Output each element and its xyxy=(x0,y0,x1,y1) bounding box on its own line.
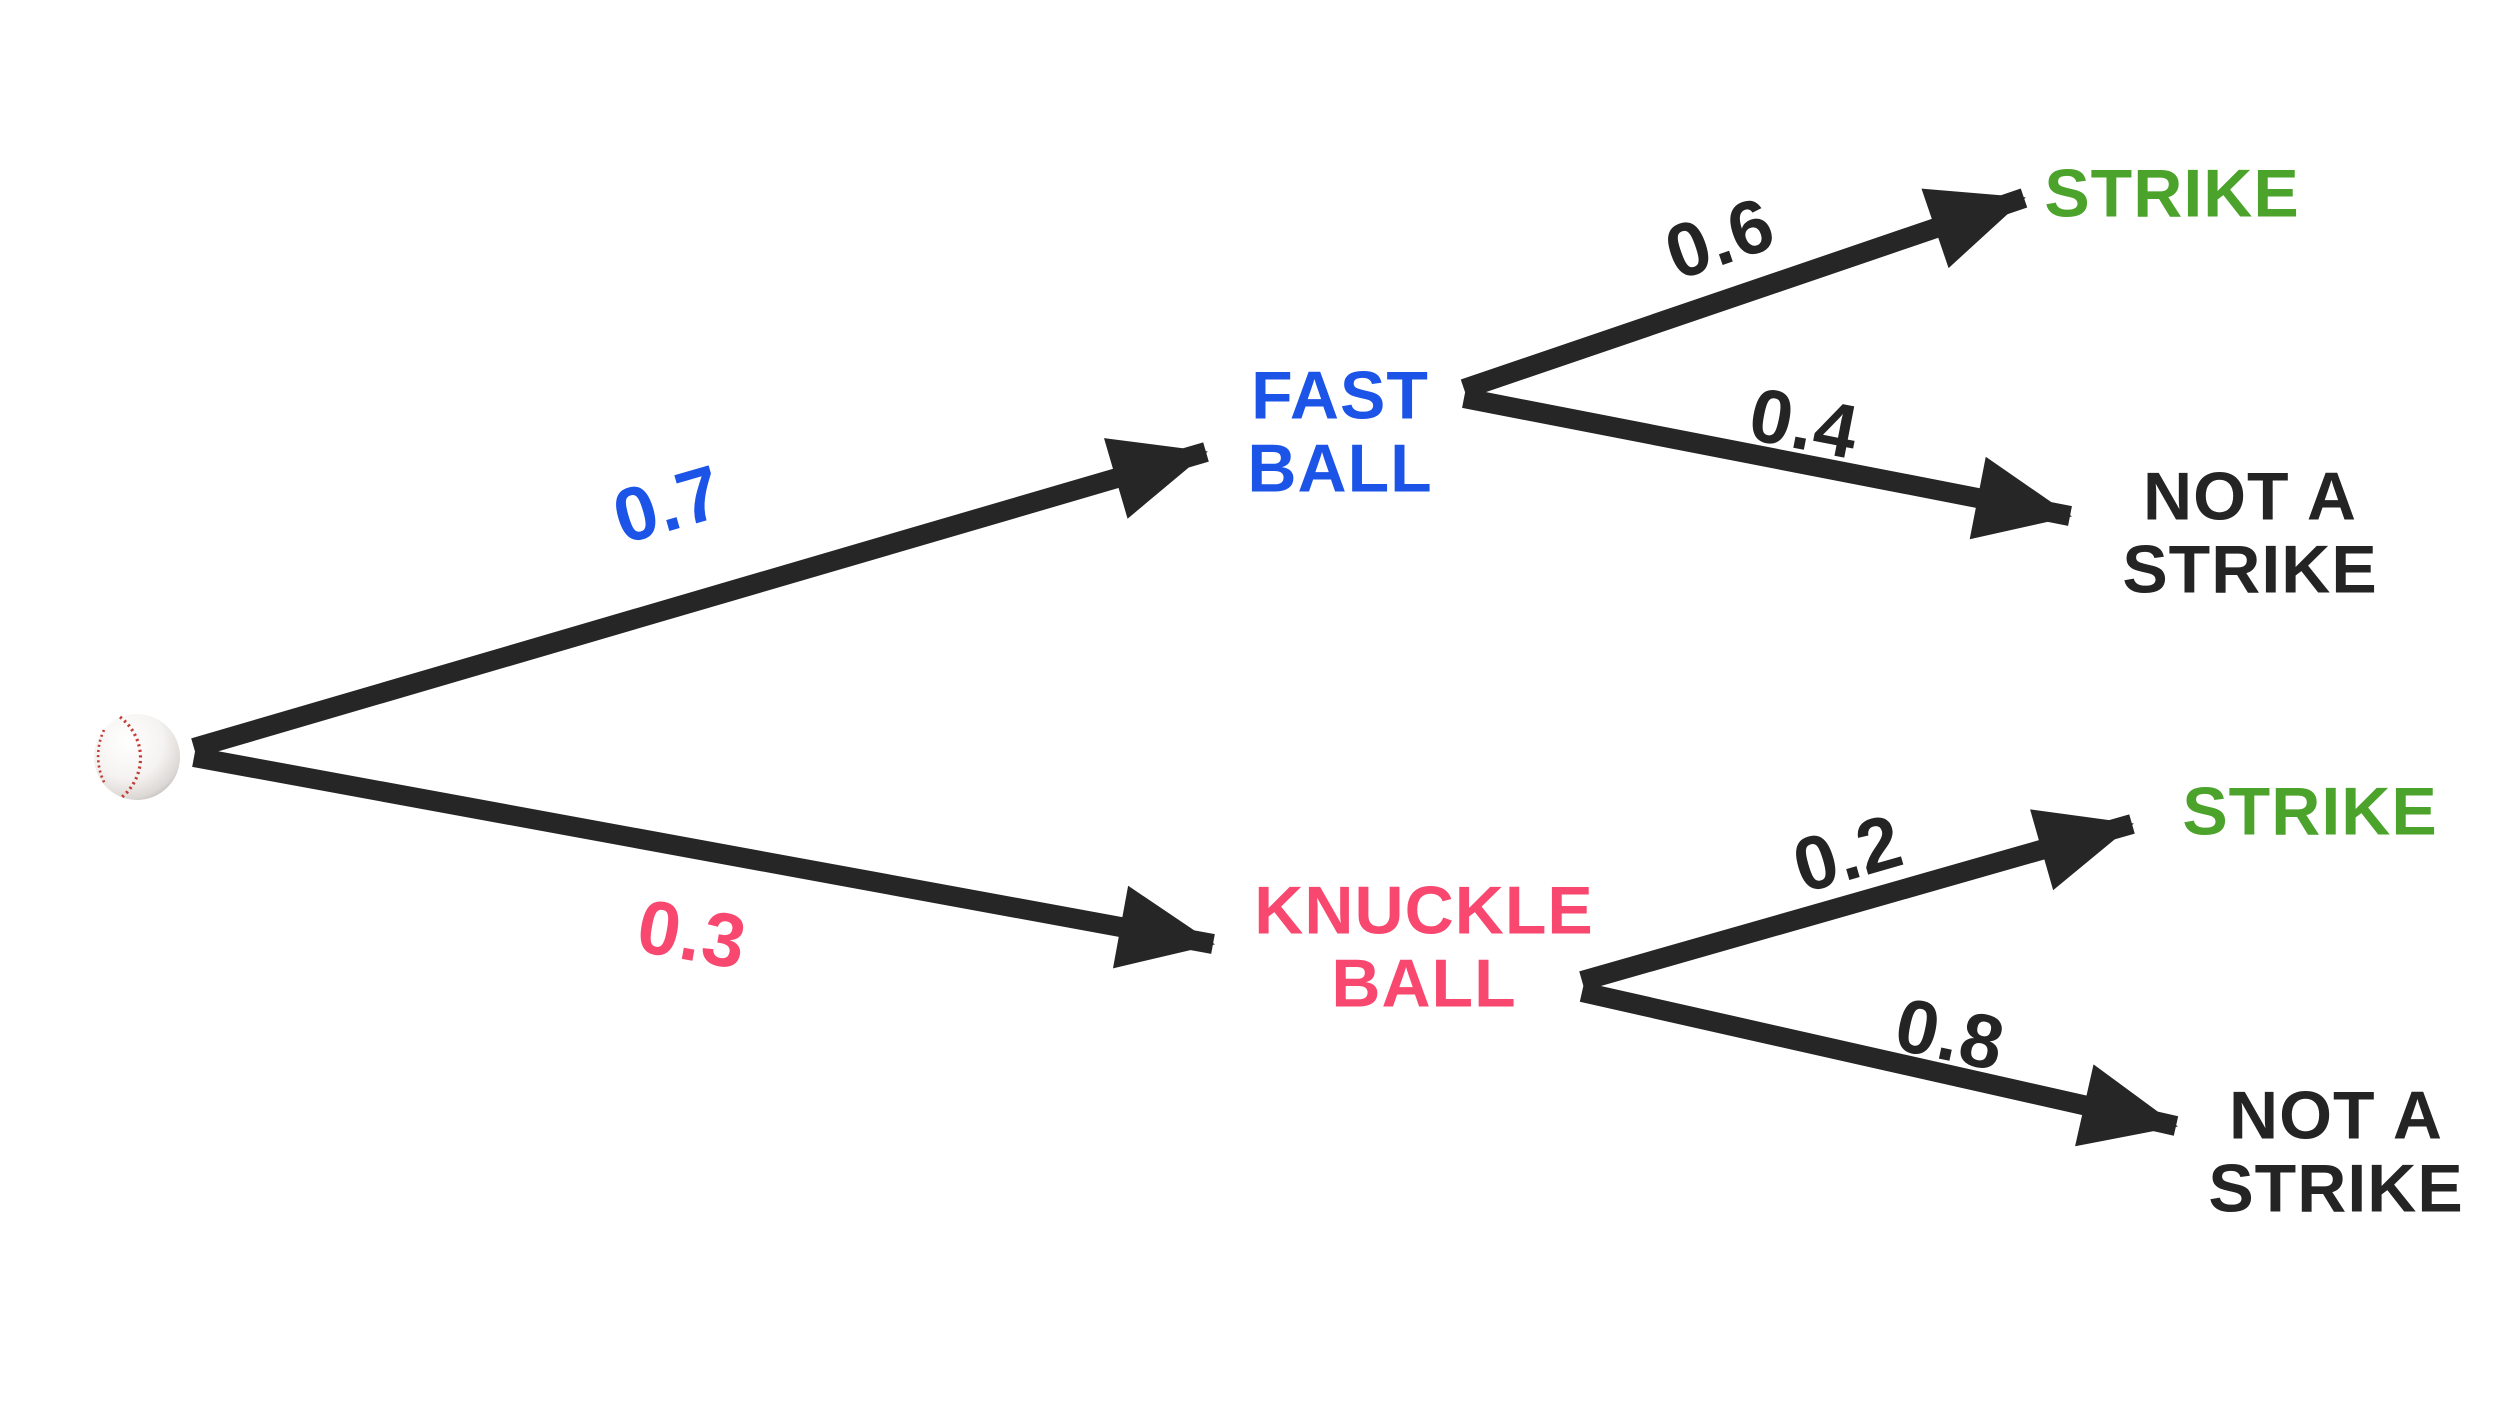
outcome-knuckleball-strike: STRIKE xyxy=(2182,773,2438,850)
node-fastball: FAST BALL xyxy=(1247,357,1433,506)
branch-arrow-fastball-strike xyxy=(1460,188,2028,399)
baseball-icon xyxy=(92,712,182,802)
branch-arrow-knuckleball xyxy=(192,747,1215,969)
branch-arrow-knuckleball-strike xyxy=(1579,809,2135,991)
branch-arrow-knuckleball-notstrike xyxy=(1579,982,2179,1147)
outcome-fastball-notstrike: NOT A STRIKE xyxy=(2122,458,2378,607)
outcome-fastball-strike: STRIKE xyxy=(2044,155,2300,232)
branch-arrow-fastball xyxy=(191,438,1209,758)
probability-knuckleball: 0.3 xyxy=(631,883,753,987)
node-knuckleball: KNUCKLE BALL xyxy=(1254,872,1594,1021)
outcome-knuckleball-notstrike: NOT A STRIKE xyxy=(2208,1077,2464,1226)
branch-arrow-fastball-notstrike xyxy=(1462,388,2072,540)
